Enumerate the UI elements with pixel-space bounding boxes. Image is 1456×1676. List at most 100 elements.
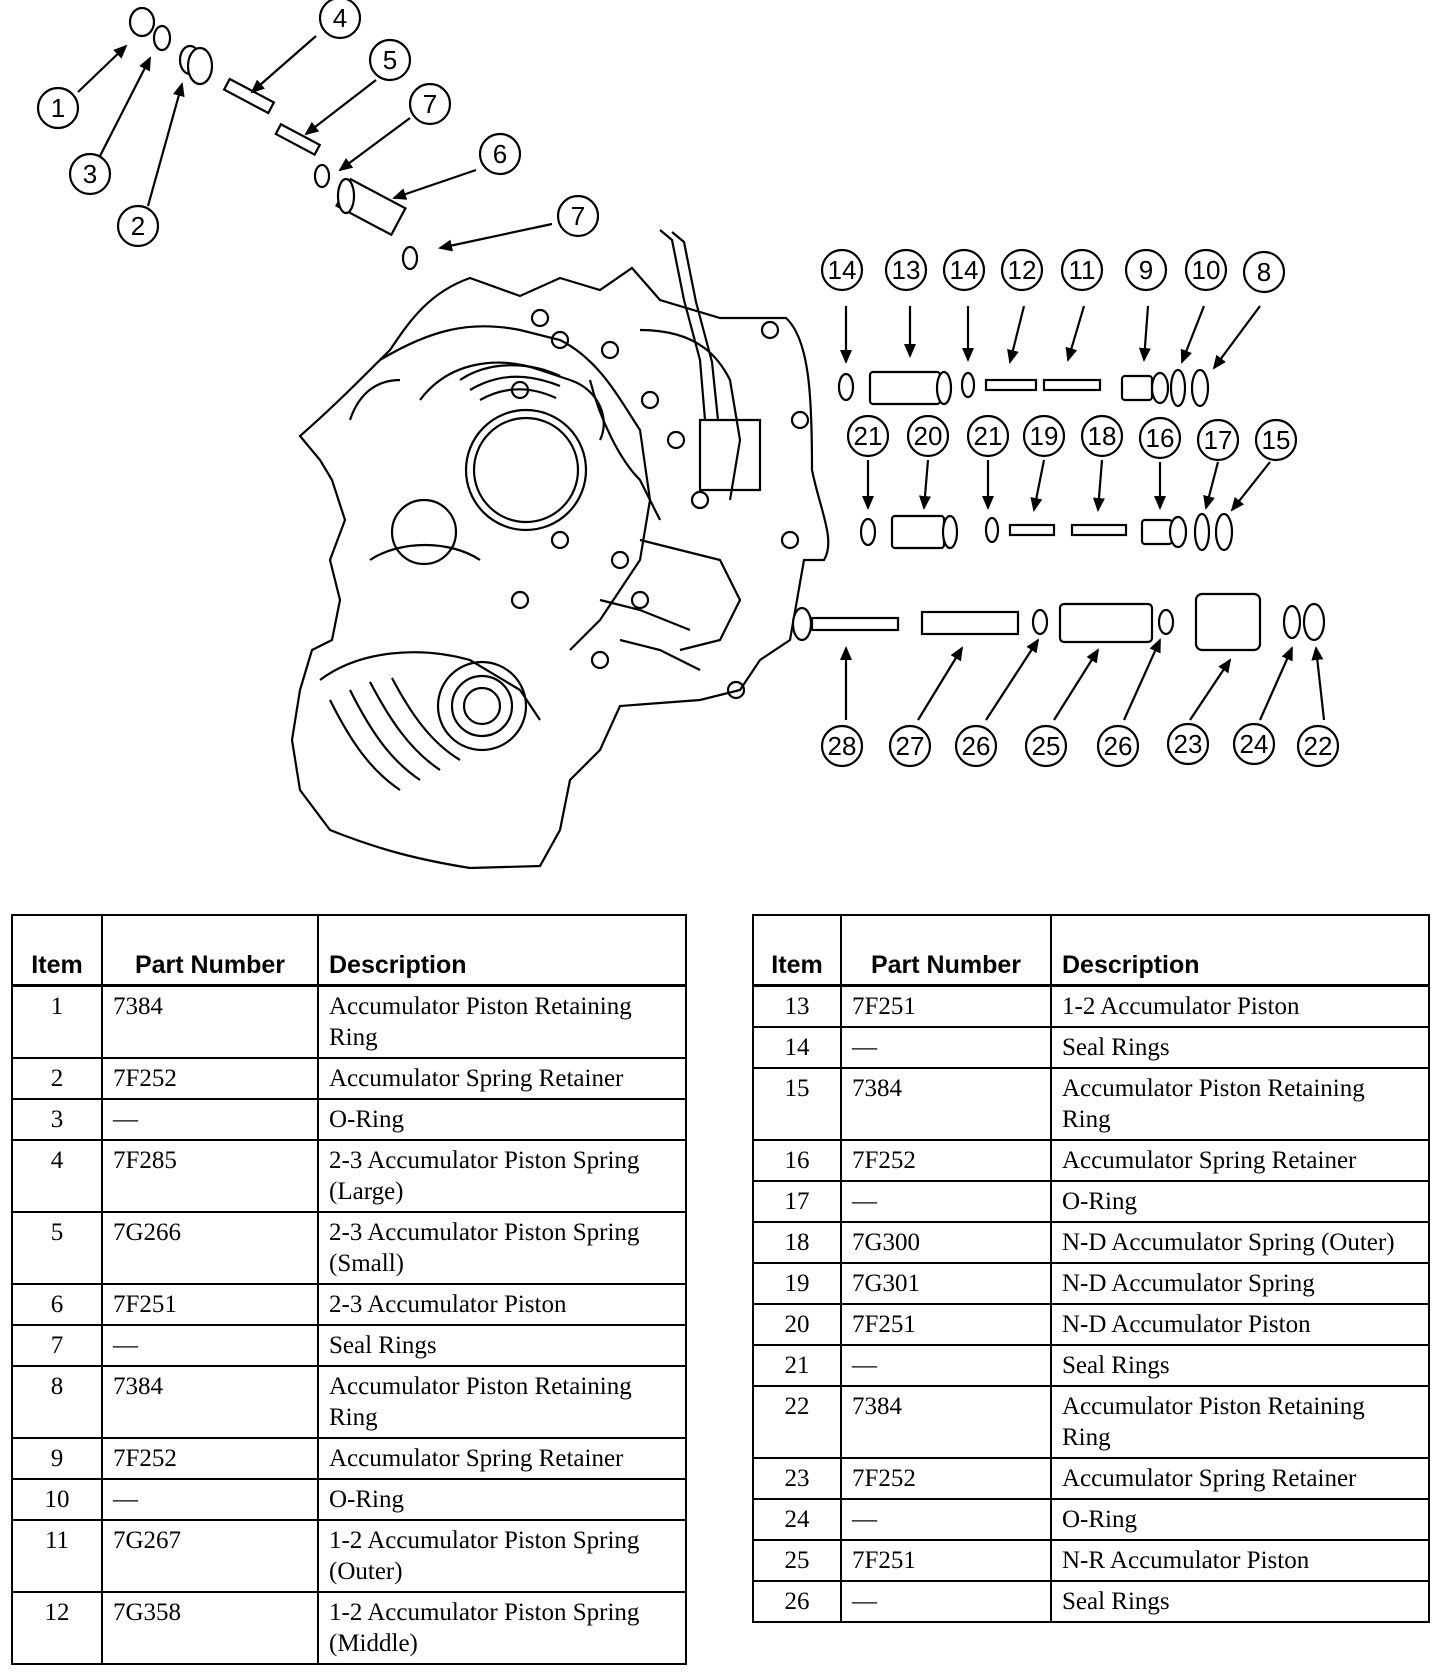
callout-26-left: 26 <box>954 724 998 768</box>
part-number-cell: 7G266 <box>101 1210 319 1285</box>
part-number-cell: 7F252 <box>840 1138 1052 1182</box>
part-number-cell: — <box>840 1497 1052 1541</box>
item-cell: 23 <box>752 1456 842 1500</box>
item-cell: 15 <box>752 1066 842 1141</box>
table-row: 26—Seal Rings <box>752 1579 1430 1623</box>
description-cell: Accumulator Spring Retainer <box>317 1436 687 1480</box>
svg-text:1: 1 <box>51 93 65 123</box>
svg-text:14: 14 <box>950 255 979 285</box>
description-cell: Accumulator Piston Retaining Ring <box>1050 1066 1430 1141</box>
description-cell: 2-3 Accumulator Piston Spring (Large) <box>317 1138 687 1213</box>
part-number-cell: 7F252 <box>101 1436 319 1480</box>
item-cell: 2 <box>11 1056 103 1100</box>
callout-27: 27 <box>888 724 932 768</box>
header-part-number: Part Number <box>101 914 319 986</box>
table-header-row: Item Part Number Description <box>752 914 1430 986</box>
part-number-cell: 7F285 <box>101 1138 319 1213</box>
part-number-cell: — <box>101 1097 319 1141</box>
table-row: 21—Seal Rings <box>752 1343 1430 1387</box>
item-cell: 16 <box>752 1138 842 1182</box>
callout-19: 19 <box>1022 414 1066 458</box>
callout-14-left: 14 <box>820 248 864 292</box>
description-cell: 2-3 Accumulator Piston Spring (Small) <box>317 1210 687 1285</box>
callout-9: 9 <box>1124 248 1168 292</box>
callout-13: 13 <box>884 248 928 292</box>
description-cell: O-Ring <box>1050 1179 1430 1223</box>
item-cell: 9 <box>11 1436 103 1480</box>
parts-1-2-accumulator-drawing <box>837 368 1210 408</box>
item-cell: 8 <box>11 1364 103 1439</box>
case-bores-drawing <box>390 308 810 752</box>
description-cell: O-Ring <box>317 1097 687 1141</box>
part-number-cell: — <box>840 1025 1052 1069</box>
description-cell: 1-2 Accumulator Piston Spring (Middle) <box>317 1590 687 1665</box>
callout-21-right: 21 <box>966 414 1010 458</box>
parts-2-3-accumulator-drawing <box>128 6 419 271</box>
svg-text:12: 12 <box>1008 255 1037 285</box>
callout-23: 23 <box>1166 722 1210 766</box>
item-cell: 4 <box>11 1138 103 1213</box>
description-cell: 2-3 Accumulator Piston <box>317 1282 687 1326</box>
svg-text:24: 24 <box>1240 729 1269 759</box>
callout-16: 16 <box>1138 416 1182 460</box>
table-row: 17—O-Ring <box>752 1179 1430 1223</box>
svg-text:15: 15 <box>1262 425 1291 455</box>
item-cell: 10 <box>11 1477 103 1521</box>
description-cell: 1-2 Accumulator Piston Spring (Outer) <box>317 1518 687 1593</box>
item-cell: 13 <box>752 984 842 1028</box>
callout-14-right: 14 <box>942 248 986 292</box>
callout-24: 24 <box>1232 722 1276 766</box>
description-cell: O-Ring <box>317 1477 687 1521</box>
svg-text:19: 19 <box>1030 421 1059 451</box>
part-number-cell: — <box>840 1579 1052 1623</box>
svg-text:9: 9 <box>1139 255 1153 285</box>
description-cell: Accumulator Spring Retainer <box>1050 1456 1430 1500</box>
description-cell: N-D Accumulator Spring <box>1050 1261 1430 1305</box>
item-cell: 20 <box>752 1302 842 1346</box>
svg-text:28: 28 <box>828 731 857 761</box>
item-cell: 6 <box>11 1282 103 1326</box>
description-cell: N-D Accumulator Piston <box>1050 1302 1430 1346</box>
svg-text:26: 26 <box>1104 731 1133 761</box>
part-number-cell: — <box>101 1323 319 1367</box>
callout-1: 1 <box>36 86 80 130</box>
exploded-view-diagram: 1 3 2 4 5 7 6 7 14 13 14 12 11 9 10 8 21… <box>36 0 1340 870</box>
parts-n-r-accumulator-drawing <box>791 592 1326 652</box>
callout-2: 2 <box>116 204 160 248</box>
description-cell: N-D Accumulator Spring (Outer) <box>1050 1220 1430 1264</box>
callout-4: 4 <box>318 0 362 40</box>
description-cell: Accumulator Piston Retaining Ring <box>1050 1384 1430 1459</box>
item-cell: 11 <box>11 1518 103 1593</box>
callout-18: 18 <box>1080 414 1124 458</box>
callout-10: 10 <box>1184 248 1228 292</box>
table-row: 3—O-Ring <box>11 1097 687 1141</box>
description-cell: Seal Rings <box>1050 1579 1430 1623</box>
svg-text:8: 8 <box>1257 257 1271 287</box>
callout-12: 12 <box>1000 248 1044 292</box>
svg-text:17: 17 <box>1204 425 1233 455</box>
item-cell: 12 <box>11 1590 103 1665</box>
callout-7-upper: 7 <box>408 82 452 126</box>
header-description: Description <box>1050 914 1430 986</box>
description-cell: Accumulator Piston Retaining Ring <box>317 984 687 1059</box>
svg-text:14: 14 <box>828 255 857 285</box>
item-cell: 7 <box>11 1323 103 1367</box>
leader-arrows <box>77 35 1326 721</box>
description-cell: Seal Rings <box>317 1323 687 1367</box>
transmission-case-drawing <box>290 229 830 870</box>
callout-3: 3 <box>68 152 112 196</box>
svg-text:21: 21 <box>974 421 1003 451</box>
callout-21-left: 21 <box>846 414 890 458</box>
description-cell: Accumulator Spring Retainer <box>317 1056 687 1100</box>
svg-text:22: 22 <box>1304 731 1333 761</box>
